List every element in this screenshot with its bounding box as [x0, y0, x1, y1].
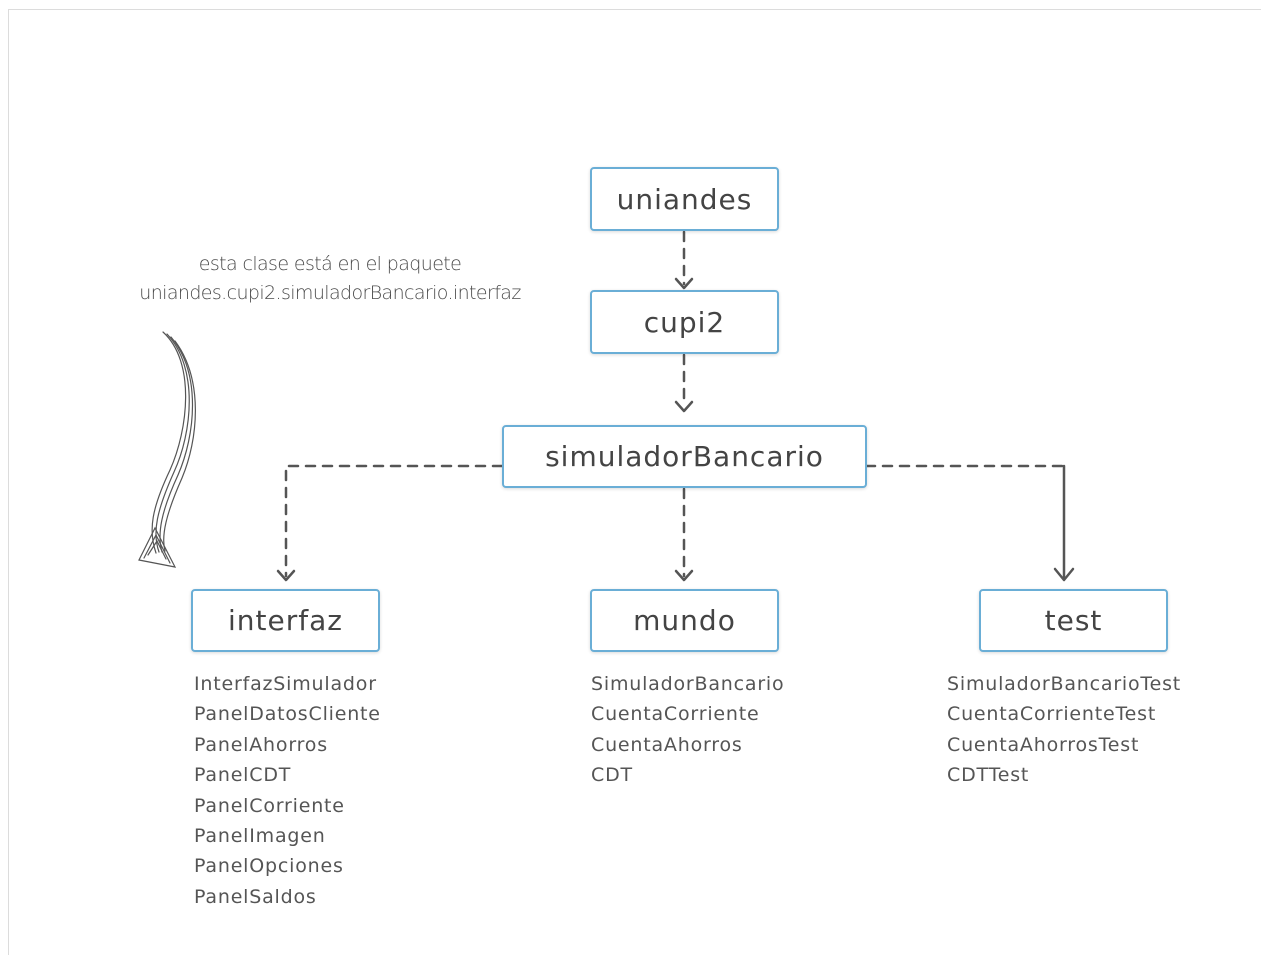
class-item: CuentaCorrienteTest [947, 703, 1157, 726]
class-item: PanelAhorros [194, 733, 328, 756]
class-item: PanelImagen [194, 825, 326, 848]
package-simulador-bancario: simuladorBancario [502, 425, 867, 488]
annotation-arrow [138, 331, 196, 568]
arrowhead-simulador [674, 400, 694, 413]
arrowhead-test [1053, 567, 1075, 582]
class-item: PanelSaldos [194, 885, 317, 908]
class-item: CuentaAhorros [591, 733, 743, 756]
class-item: CDTTest [947, 764, 1030, 787]
package-uniandes: uniandes [590, 167, 779, 231]
mundo-class-list: SimuladorBancario CuentaCorriente Cuenta… [591, 669, 784, 791]
frame-left-border [8, 9, 9, 955]
class-item: InterfazSimulador [194, 673, 377, 695]
arrowhead-mundo [674, 569, 694, 582]
class-item: PanelCorriente [194, 794, 345, 817]
annotation-note: esta clase está en el paquete uniandes.c… [110, 250, 550, 308]
package-test: test [979, 589, 1168, 652]
package-mundo: mundo [590, 589, 779, 652]
class-item: SimuladorBancario [591, 673, 785, 695]
connector-simulador-interfaz [284, 464, 504, 578]
arrowhead-cupi2 [674, 277, 694, 290]
class-item: PanelOpciones [194, 855, 344, 878]
interfaz-class-list: InterfazSimulador PanelDatosCliente Pane… [194, 669, 381, 912]
annotation-line-2: uniandes.cupi2.simuladorBancario.interfa… [139, 282, 521, 304]
arrowhead-interfaz [276, 569, 296, 582]
package-cupi2: cupi2 [590, 290, 779, 354]
test-class-list: SimuladorBancarioTest CuentaCorrienteTes… [947, 669, 1181, 791]
class-item: PanelCDT [194, 764, 292, 787]
class-item: PanelDatosCliente [194, 703, 381, 726]
frame-top-border [8, 9, 1261, 10]
class-item: SimuladorBancarioTest [947, 673, 1182, 695]
class-item: CuentaAhorrosTest [947, 733, 1140, 756]
package-interfaz: interfaz [191, 589, 380, 652]
annotation-line-1: esta clase está en el paquete [198, 253, 462, 275]
class-item: CDT [591, 764, 633, 787]
class-item: CuentaCorriente [591, 703, 760, 726]
